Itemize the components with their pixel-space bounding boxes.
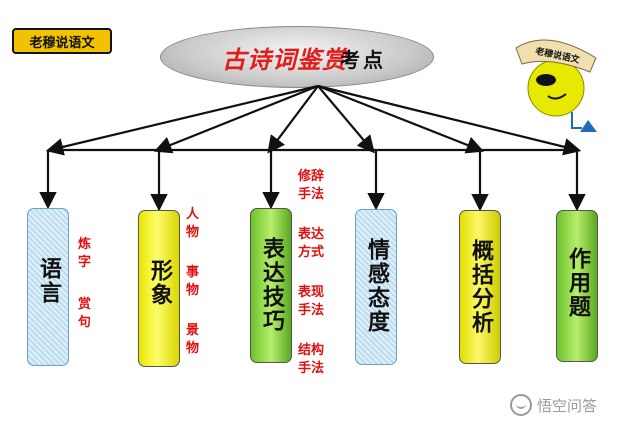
note-technique-4: 结构手法 bbox=[298, 343, 325, 376]
mascot-tail-line bbox=[571, 112, 582, 129]
watermark: 悟空问答 bbox=[510, 394, 597, 416]
arrow-to-bar-c5 bbox=[317, 84, 485, 154]
diagram-subtitle: 考点 bbox=[340, 48, 386, 72]
note-technique-3: 表现手法 bbox=[298, 285, 325, 318]
note-image-3: 景物 bbox=[186, 323, 200, 356]
node-function: 作用题 bbox=[556, 210, 598, 362]
arrow-to-bar-c4 bbox=[317, 85, 375, 154]
note-language-1: 炼字 bbox=[78, 237, 92, 270]
arrow-to-bar-left bbox=[45, 84, 319, 156]
node-summary: 概括分析 bbox=[459, 210, 501, 364]
mascot-smile bbox=[547, 93, 567, 100]
note-technique-2: 表达方式 bbox=[298, 227, 325, 260]
mascot-triangle bbox=[580, 120, 597, 132]
author-badge-label: 老穆说语文 bbox=[29, 35, 95, 51]
arrow-to-bar-c3 bbox=[267, 85, 319, 154]
title-ellipse bbox=[160, 26, 434, 88]
wukong-logo-icon bbox=[510, 394, 532, 416]
note-technique-1: 修辞手法 bbox=[298, 169, 325, 202]
mascot-sunglasses bbox=[536, 74, 556, 86]
mascot: 老穆说语文 bbox=[515, 39, 597, 132]
node-image: 形象 bbox=[138, 210, 180, 367]
node-technique: 表达技巧 bbox=[250, 208, 292, 363]
note-language-2: 赏句 bbox=[78, 297, 92, 330]
arrow-to-bar-right bbox=[317, 84, 582, 156]
node-language: 语言 bbox=[27, 208, 69, 366]
arrow-to-bar-c2 bbox=[153, 84, 319, 154]
watermark-text: 悟空问答 bbox=[537, 396, 598, 415]
mascot-face bbox=[527, 59, 585, 117]
diagram-title: 古诗词鉴赏 bbox=[222, 45, 347, 74]
note-image-1: 人物 bbox=[186, 207, 200, 240]
node-emotion: 情感态度 bbox=[355, 209, 397, 365]
mascot-hat bbox=[515, 39, 597, 73]
note-image-2: 事物 bbox=[186, 265, 200, 298]
author-badge: 老穆说语文 bbox=[12, 28, 112, 54]
